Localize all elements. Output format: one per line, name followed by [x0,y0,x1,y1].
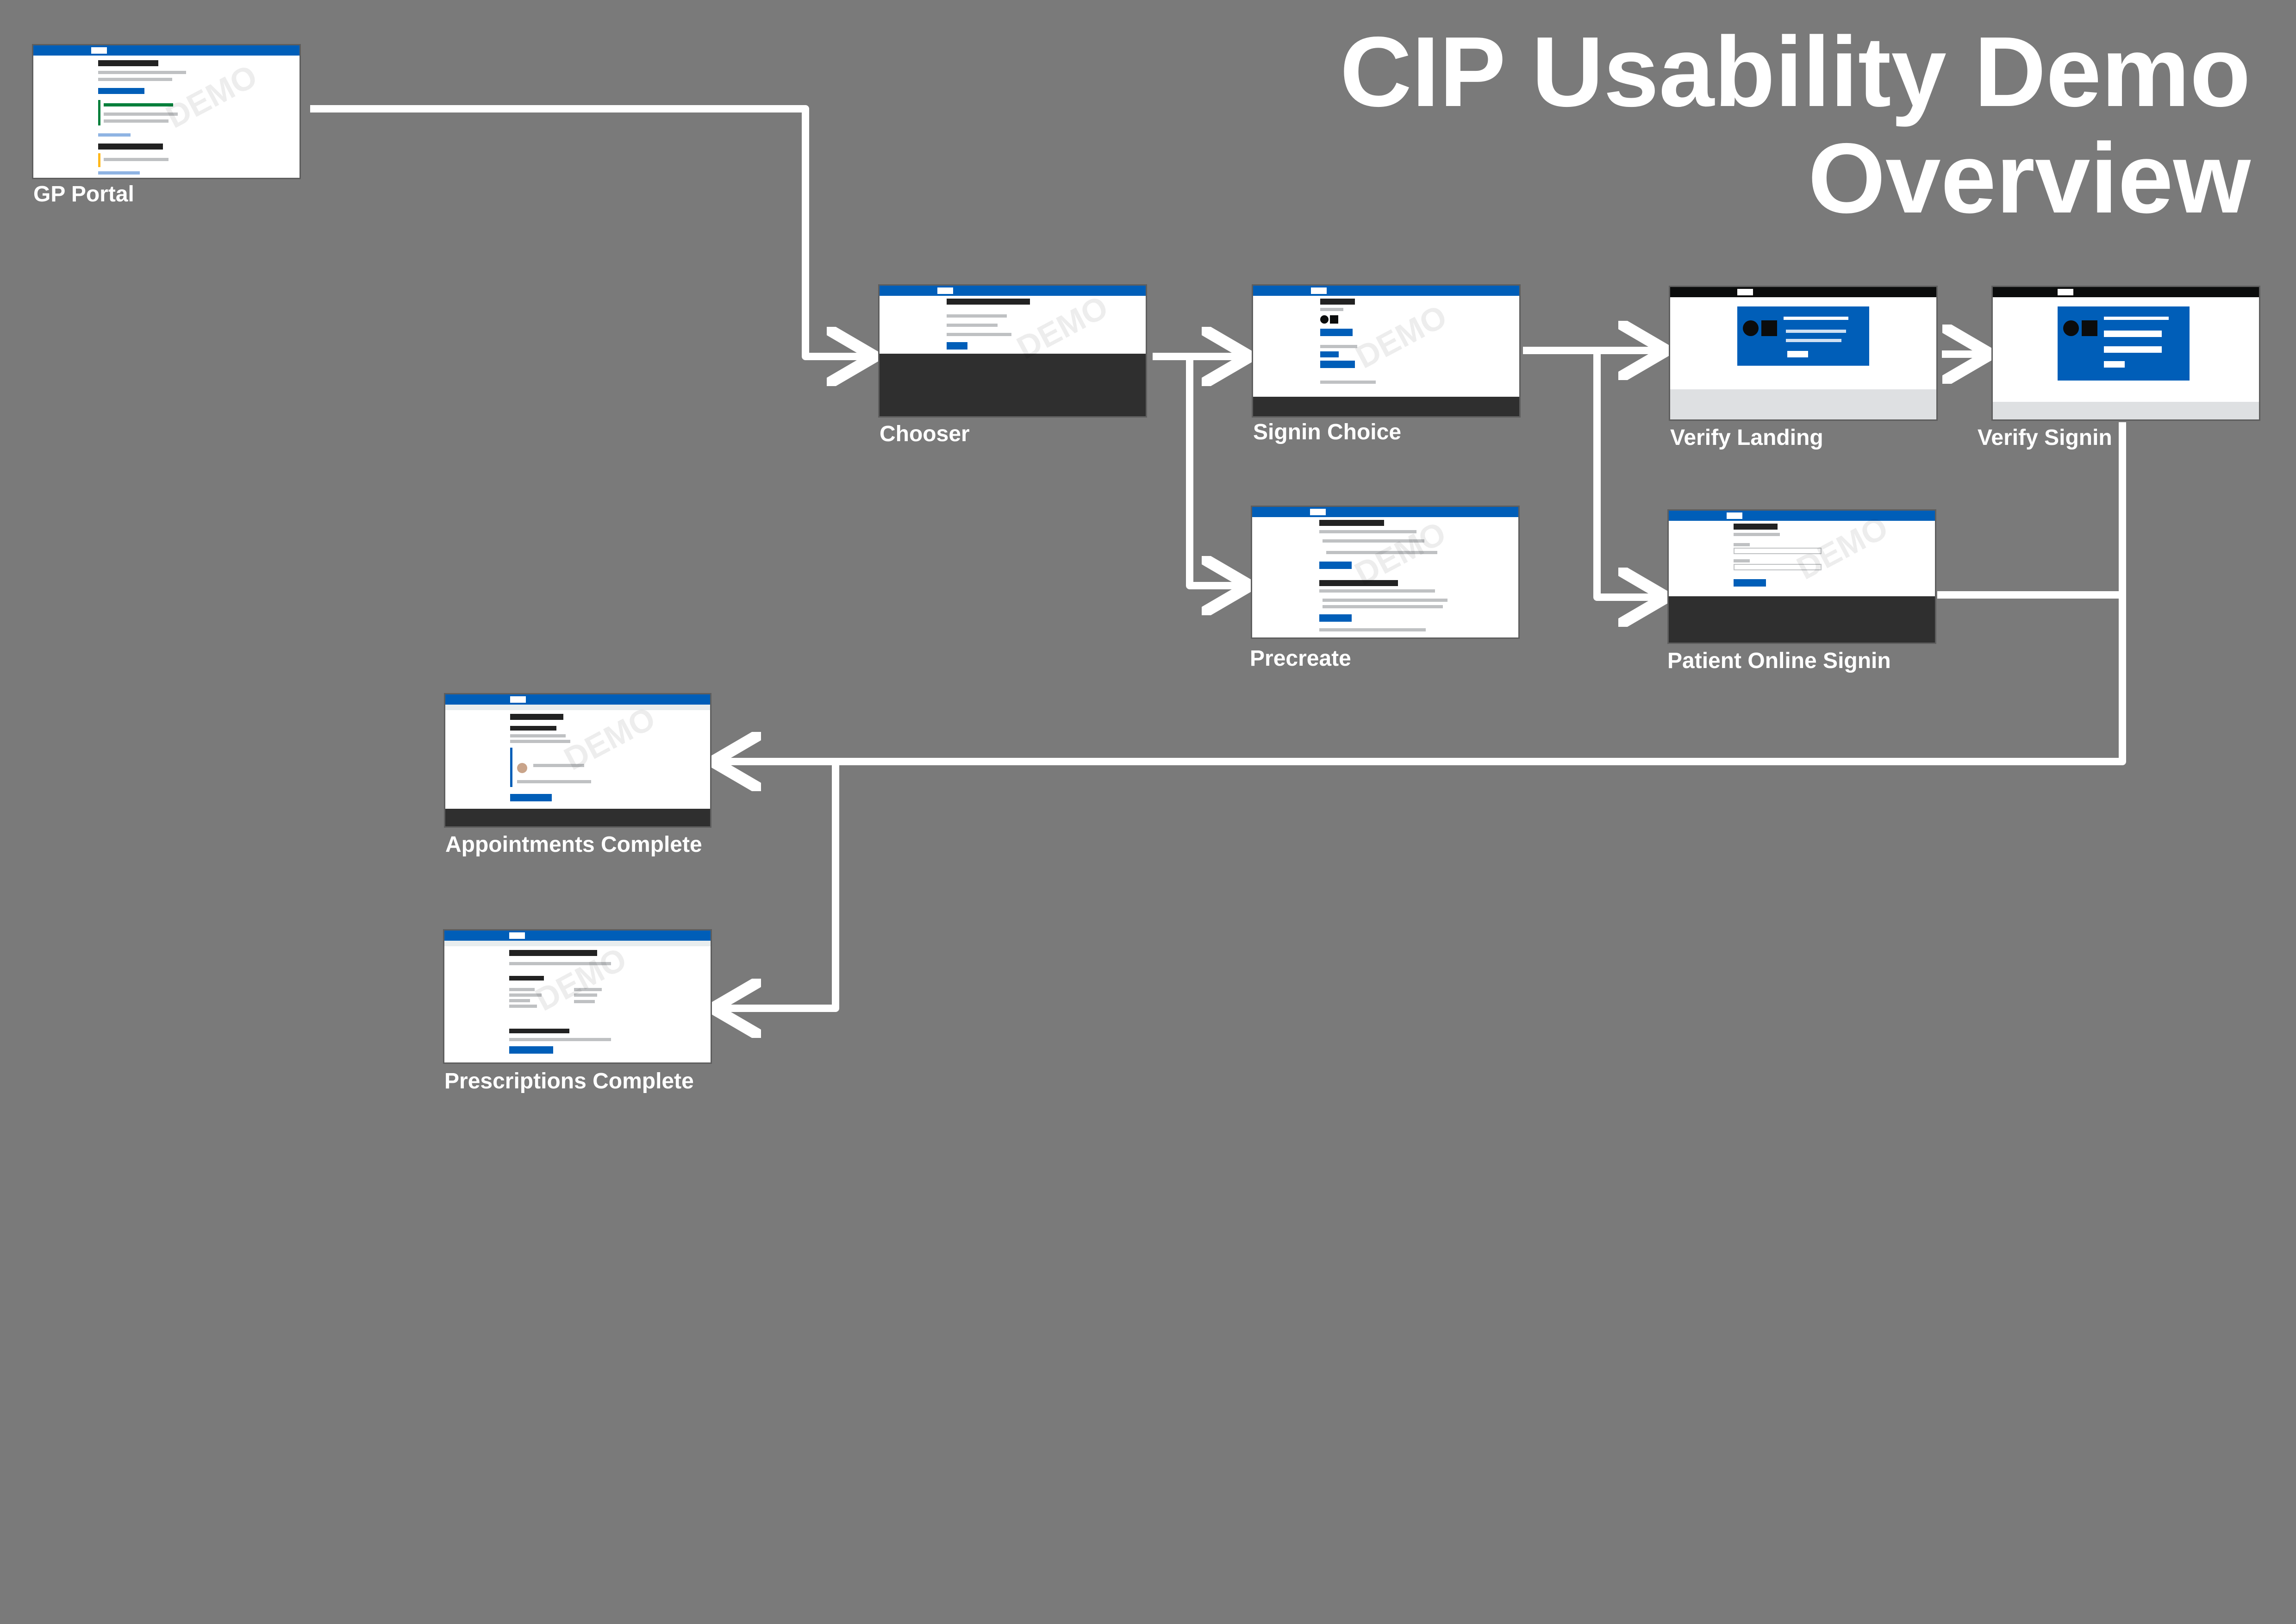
checkmark-icon [1761,320,1777,336]
verify-signin-screenshot[interactable] [1993,287,2259,419]
title-line-2: Overview [1808,122,2251,234]
precreate-label: Precreate [1250,646,1351,671]
verify-landing-label: Verify Landing [1670,425,1823,450]
nhs-logo-mark [1320,351,1339,357]
gp-portal-label: GP Portal [33,182,134,206]
nhs-logo [510,696,526,703]
verify-panel [2058,306,2190,381]
page-footer [1670,389,1936,419]
nhs-header [33,45,299,56]
patient-online-signin-screenshot[interactable]: DEMO [1669,511,1935,643]
demo-watermark: DEMO [1791,511,1894,587]
nhs-logo [1311,287,1327,294]
nhs-logo [91,47,107,54]
checkmark-icon [2082,320,2097,336]
nhs-header [444,931,711,941]
govuk-crown-icon [2063,320,2079,336]
connector-verify-to-appointments [713,422,2126,762]
nhs-header [1669,511,1935,521]
govuk-logo [1737,289,1753,295]
appointments-complete-label: Appointments Complete [445,832,702,857]
page-footer [445,809,710,826]
demo-watermark: DEMO [1349,298,1453,375]
diagram-title: CIP Usability Demo Overview [1340,19,2251,231]
prescriptions-complete-label: Prescriptions Complete [444,1069,694,1093]
page-footer [1253,397,1519,416]
appointments-complete-screenshot[interactable]: DEMO [445,694,710,826]
precreate-screenshot[interactable]: DEMO [1252,507,1518,637]
govuk-header [1993,287,2259,297]
govuk-crown-icon [1320,315,1329,324]
verify-landing-screenshot[interactable] [1670,287,1936,419]
connector-appointments-to-prescriptions [713,762,839,1008]
nhs-logo [937,287,953,294]
patient-online-signin-label: Patient Online Signin [1667,649,1891,673]
nhs-logo [509,932,525,939]
verify-panel [1737,306,1869,366]
nhs-header [880,286,1146,296]
signin-choice-label: Signin Choice [1253,420,1402,444]
page-footer [1669,596,1935,643]
gp-portal-screenshot[interactable]: DEMO [33,45,299,178]
signin-choice-screenshot[interactable]: DEMO [1253,286,1519,416]
title-line-1: CIP Usability Demo [1340,16,2251,127]
checkmark-icon [1330,315,1338,324]
nhs-logo [1727,512,1742,519]
verify-signin-label: Verify Signin [1978,425,2112,450]
govuk-crown-icon [1743,320,1759,336]
demo-watermark: DEMO [558,700,661,777]
demo-watermark: DEMO [160,57,263,135]
nhs-logo [1310,509,1326,515]
chooser-label: Chooser [880,422,970,446]
nhs-header [1253,286,1519,296]
connector-gp-to-chooser [310,105,875,356]
nhs-header [1252,507,1518,517]
chooser-screenshot[interactable]: DEMO [880,286,1146,416]
nhs-header [445,694,710,705]
avatar [517,763,527,773]
connector-signin-to-patient-online [1593,350,1666,597]
page-footer [880,354,1146,416]
govuk-logo [2058,289,2073,295]
page-footer [1993,402,2259,419]
govuk-header [1670,287,1936,297]
prescriptions-complete-screenshot[interactable]: DEMO [444,931,711,1062]
connector-chooser-to-precreate [1186,356,1250,586]
